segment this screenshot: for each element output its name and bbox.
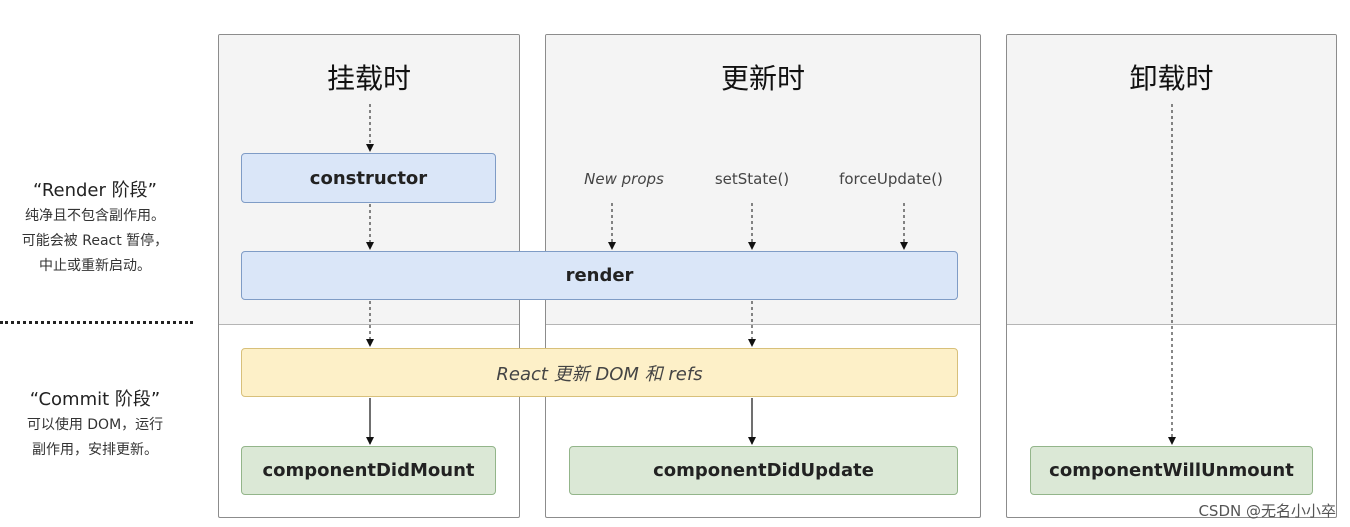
force-update-trigger: forceUpdate(): [839, 170, 943, 188]
render-phase-line-1: 纯净且不包含副作用。: [25, 208, 165, 224]
update-column-title: 更新时: [720, 62, 805, 95]
commit-phase-title: “Commit 阶段”: [29, 389, 161, 410]
render-phase-description: 纯净且不包含副作用。 可能会被 React 暂停， 中止或重新启动。: [0, 204, 190, 279]
render-phase-title: “Render 阶段”: [33, 180, 157, 201]
set-state-trigger: setState(): [714, 170, 790, 188]
watermark: CSDN @无名小小卒: [1198, 502, 1336, 520]
commit-phase-description: 可以使用 DOM，运行 副作用，安排更新。: [0, 413, 190, 463]
commit-phase-line-2: 副作用，安排更新。: [32, 442, 158, 458]
commit-phase-line-1: 可以使用 DOM，运行: [26, 417, 164, 433]
component-will-unmount-box: componentWillUnmount: [1030, 446, 1313, 495]
render-box: render: [241, 251, 958, 300]
component-did-update-box: componentDidUpdate: [569, 446, 958, 495]
react-update-dom-box: React 更新 DOM 和 refs: [241, 348, 958, 397]
component-did-mount-box: componentDidMount: [241, 446, 496, 495]
phase-divider: [0, 321, 193, 324]
unmount-column-title: 卸载时: [1129, 62, 1214, 95]
new-props-trigger: New props: [584, 170, 664, 188]
mount-column-title: 挂载时: [326, 62, 411, 95]
constructor-box: constructor: [241, 153, 496, 203]
render-phase-line-3: 中止或重新启动。: [39, 258, 151, 274]
render-phase-line-2: 可能会被 React 暂停，: [21, 233, 169, 249]
